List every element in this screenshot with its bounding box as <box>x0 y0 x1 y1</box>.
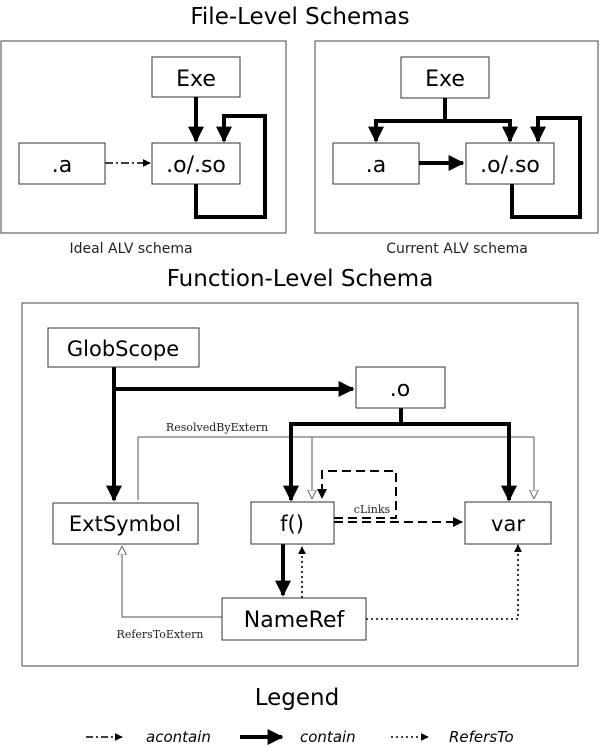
current-caption: Current ALV schema <box>386 241 528 257</box>
legend-refersto-label: RefersTo <box>449 728 514 746</box>
ideal-exe-label: Exe <box>176 67 216 92</box>
ideal-a-label: .a <box>52 153 72 178</box>
contain-o-var <box>401 422 517 502</box>
ideal-exe-box <box>151 56 241 98</box>
refers-to-nameref-var <box>366 544 522 620</box>
f-box <box>250 501 335 545</box>
nameref-label: NameRef <box>244 608 346 633</box>
current-oso-label: .o/.so <box>480 153 540 178</box>
contain-o-f <box>283 422 401 502</box>
nameref-box <box>221 597 367 641</box>
legend: acontain contain RefersTo <box>86 728 514 746</box>
current-exe-label: Exe <box>425 67 465 92</box>
extsymbol-box <box>52 502 199 545</box>
ideal-alv-panel: Exe .a .o/.so Ideal ALV schema <box>0 40 287 257</box>
ideal-panel-frame <box>0 40 287 234</box>
function-panel-frame <box>21 302 579 667</box>
legend-contain-label: contain <box>300 728 356 746</box>
function-level-title: Function-Level Schema <box>167 266 434 292</box>
function-level-panel: ResolvedByExtern RefersToExtern cLinks G… <box>21 302 579 667</box>
globscope-label: GlobScope <box>67 337 179 361</box>
extsymbol-label: ExtSymbol <box>69 512 181 536</box>
edge-label-resolved-by-extern: ResolvedByExtern <box>166 421 268 434</box>
ideal-oso-box <box>151 142 241 185</box>
edge-label-refers-to-extern: RefersToExtern <box>117 628 204 641</box>
current-a-label: .a <box>366 153 386 178</box>
ideal-contain-self-loop <box>194 114 267 219</box>
current-contain-exe-oso <box>445 119 518 143</box>
var-box <box>464 501 552 545</box>
legend-acontain-label: acontain <box>146 728 211 746</box>
globscope-box <box>47 327 200 368</box>
current-alv-panel: Exe .a .o/.so Current ALV schema <box>314 40 599 257</box>
current-contain-self-loop <box>510 116 582 219</box>
current-contain-exe-a <box>368 119 445 143</box>
edge-label-clinks: cLinks <box>354 503 391 516</box>
legend-title: Legend <box>255 685 340 711</box>
current-a-box <box>332 142 420 185</box>
ideal-caption: Ideal ALV schema <box>69 241 192 257</box>
ideal-a-box <box>18 142 106 185</box>
ideal-oso-label: .o/.so <box>166 153 226 178</box>
edge-resolved-by-extern <box>137 436 534 500</box>
f-label: f() <box>280 512 304 536</box>
o-box <box>355 366 446 409</box>
file-level-title: File-Level Schemas <box>190 4 409 30</box>
current-panel-frame <box>314 40 599 234</box>
o-label: .o <box>390 377 410 402</box>
edge-refers-to-extern <box>122 547 222 618</box>
var-label: var <box>491 512 525 536</box>
